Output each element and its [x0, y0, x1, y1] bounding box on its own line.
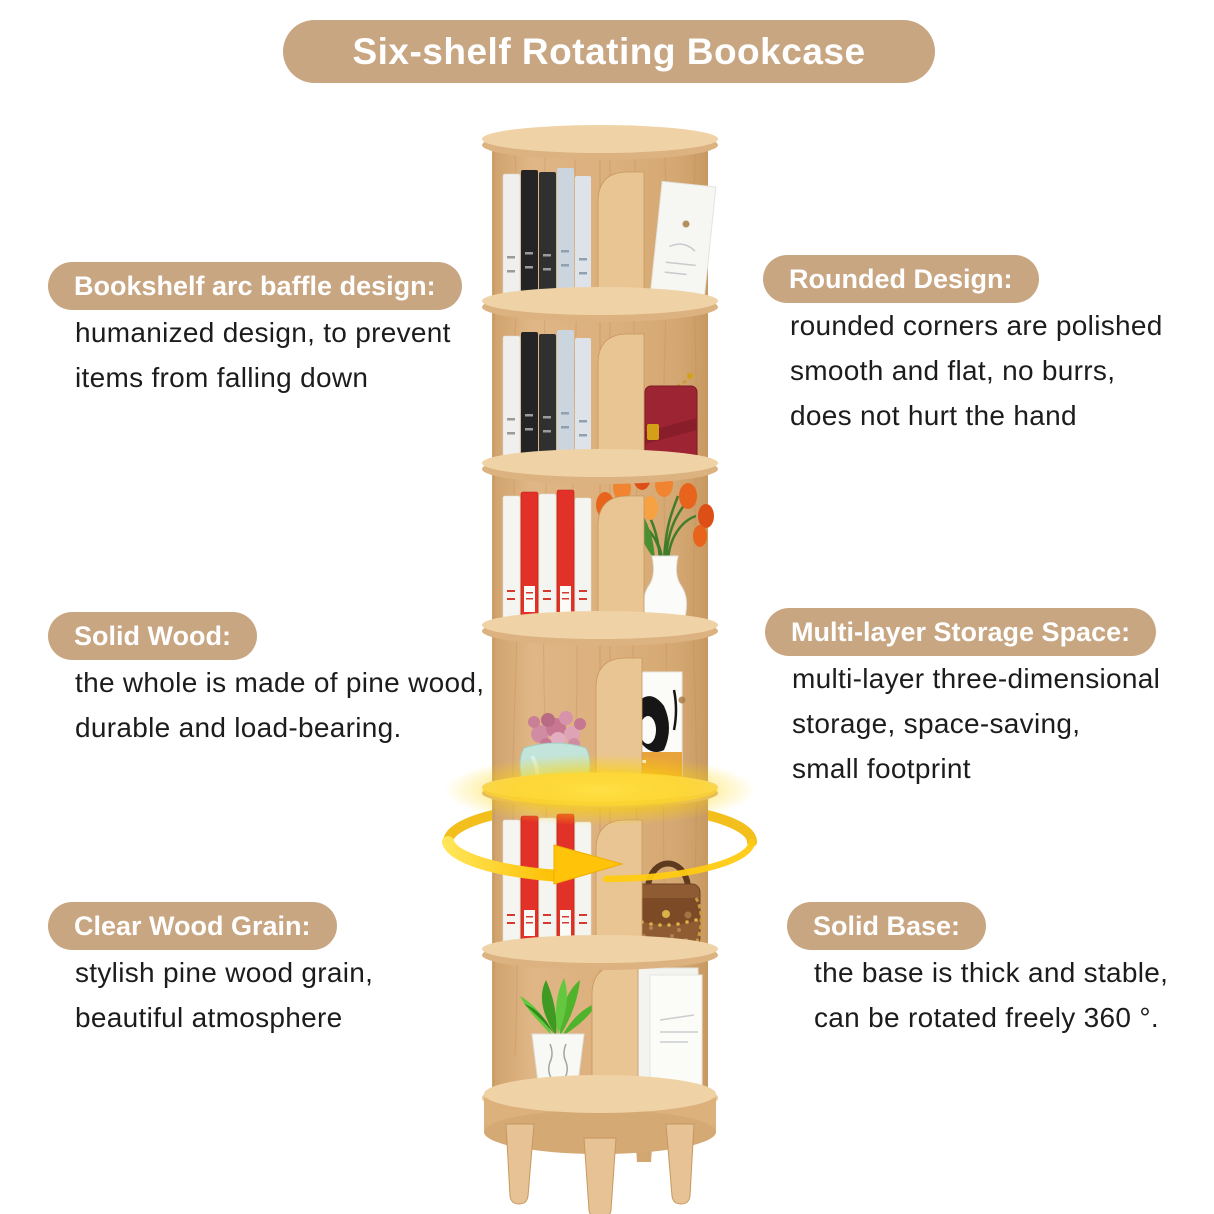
callout-line: can be rotated freely 360 °. — [814, 1002, 1159, 1033]
title-banner: Six-shelf Rotating Bookcase — [283, 20, 935, 83]
callout-heading: Bookshelf arc baffle design: — [48, 262, 462, 310]
callout-heading: Clear Wood Grain: — [48, 902, 337, 950]
callout-line: does not hurt the hand — [790, 400, 1077, 431]
callout-line: beautiful atmosphere — [75, 1002, 343, 1033]
callout-line: the whole is made of pine wood, — [75, 667, 485, 698]
callout-solid-wood: Solid Wood: the whole is made of pine wo… — [48, 612, 484, 750]
callout-line: humanized design, to prevent — [75, 317, 451, 348]
shelf-3-books — [502, 489, 592, 625]
callout-multi-layer-storage: Multi-layer Storage Space: multi-layer t… — [765, 608, 1160, 791]
callout-heading: Multi-layer Storage Space: — [765, 608, 1157, 656]
callout-line: items from falling down — [75, 362, 369, 393]
callout-line: smooth and flat, no burrs, — [790, 355, 1116, 386]
shelf-2-books — [502, 330, 591, 465]
callout-line: small footprint — [792, 753, 971, 784]
callout-line: durable and load-bearing. — [75, 712, 402, 743]
callout-clear-wood-grain: Clear Wood Grain: stylish pine wood grai… — [48, 902, 373, 1040]
callout-bookshelf-arc-baffle: Bookshelf arc baffle design: humanized d… — [48, 262, 462, 400]
callout-heading: Solid Wood: — [48, 612, 257, 660]
legs — [505, 1123, 695, 1214]
callout-line: multi-layer three-dimensional — [792, 663, 1161, 694]
page-title: Six-shelf Rotating Bookcase — [352, 30, 866, 72]
shelf-5-books — [502, 813, 592, 949]
rotation-arrow-icon — [442, 836, 756, 885]
callout-line: storage, space-saving, — [792, 708, 1081, 739]
red-handbag — [644, 373, 698, 463]
callout-solid-base: Solid Base: the base is thick and stable… — [787, 902, 1168, 1040]
shelf-1-leaning-board — [649, 180, 717, 301]
callout-line: the base is thick and stable, — [814, 957, 1169, 988]
plant-leaves — [520, 978, 598, 1036]
screw-knobs — [678, 220, 692, 919]
rotation-glow — [444, 754, 756, 826]
callout-heading: Rounded Design: — [763, 255, 1039, 303]
callout-rounded-design: Rounded Design: rounded corners are poli… — [763, 255, 1163, 438]
callout-line: rounded corners are polished — [790, 310, 1163, 341]
base — [482, 1075, 718, 1162]
shelf-1-books — [502, 168, 591, 303]
callout-line: stylish pine wood grain, — [75, 957, 374, 988]
callout-heading: Solid Base: — [787, 902, 987, 950]
